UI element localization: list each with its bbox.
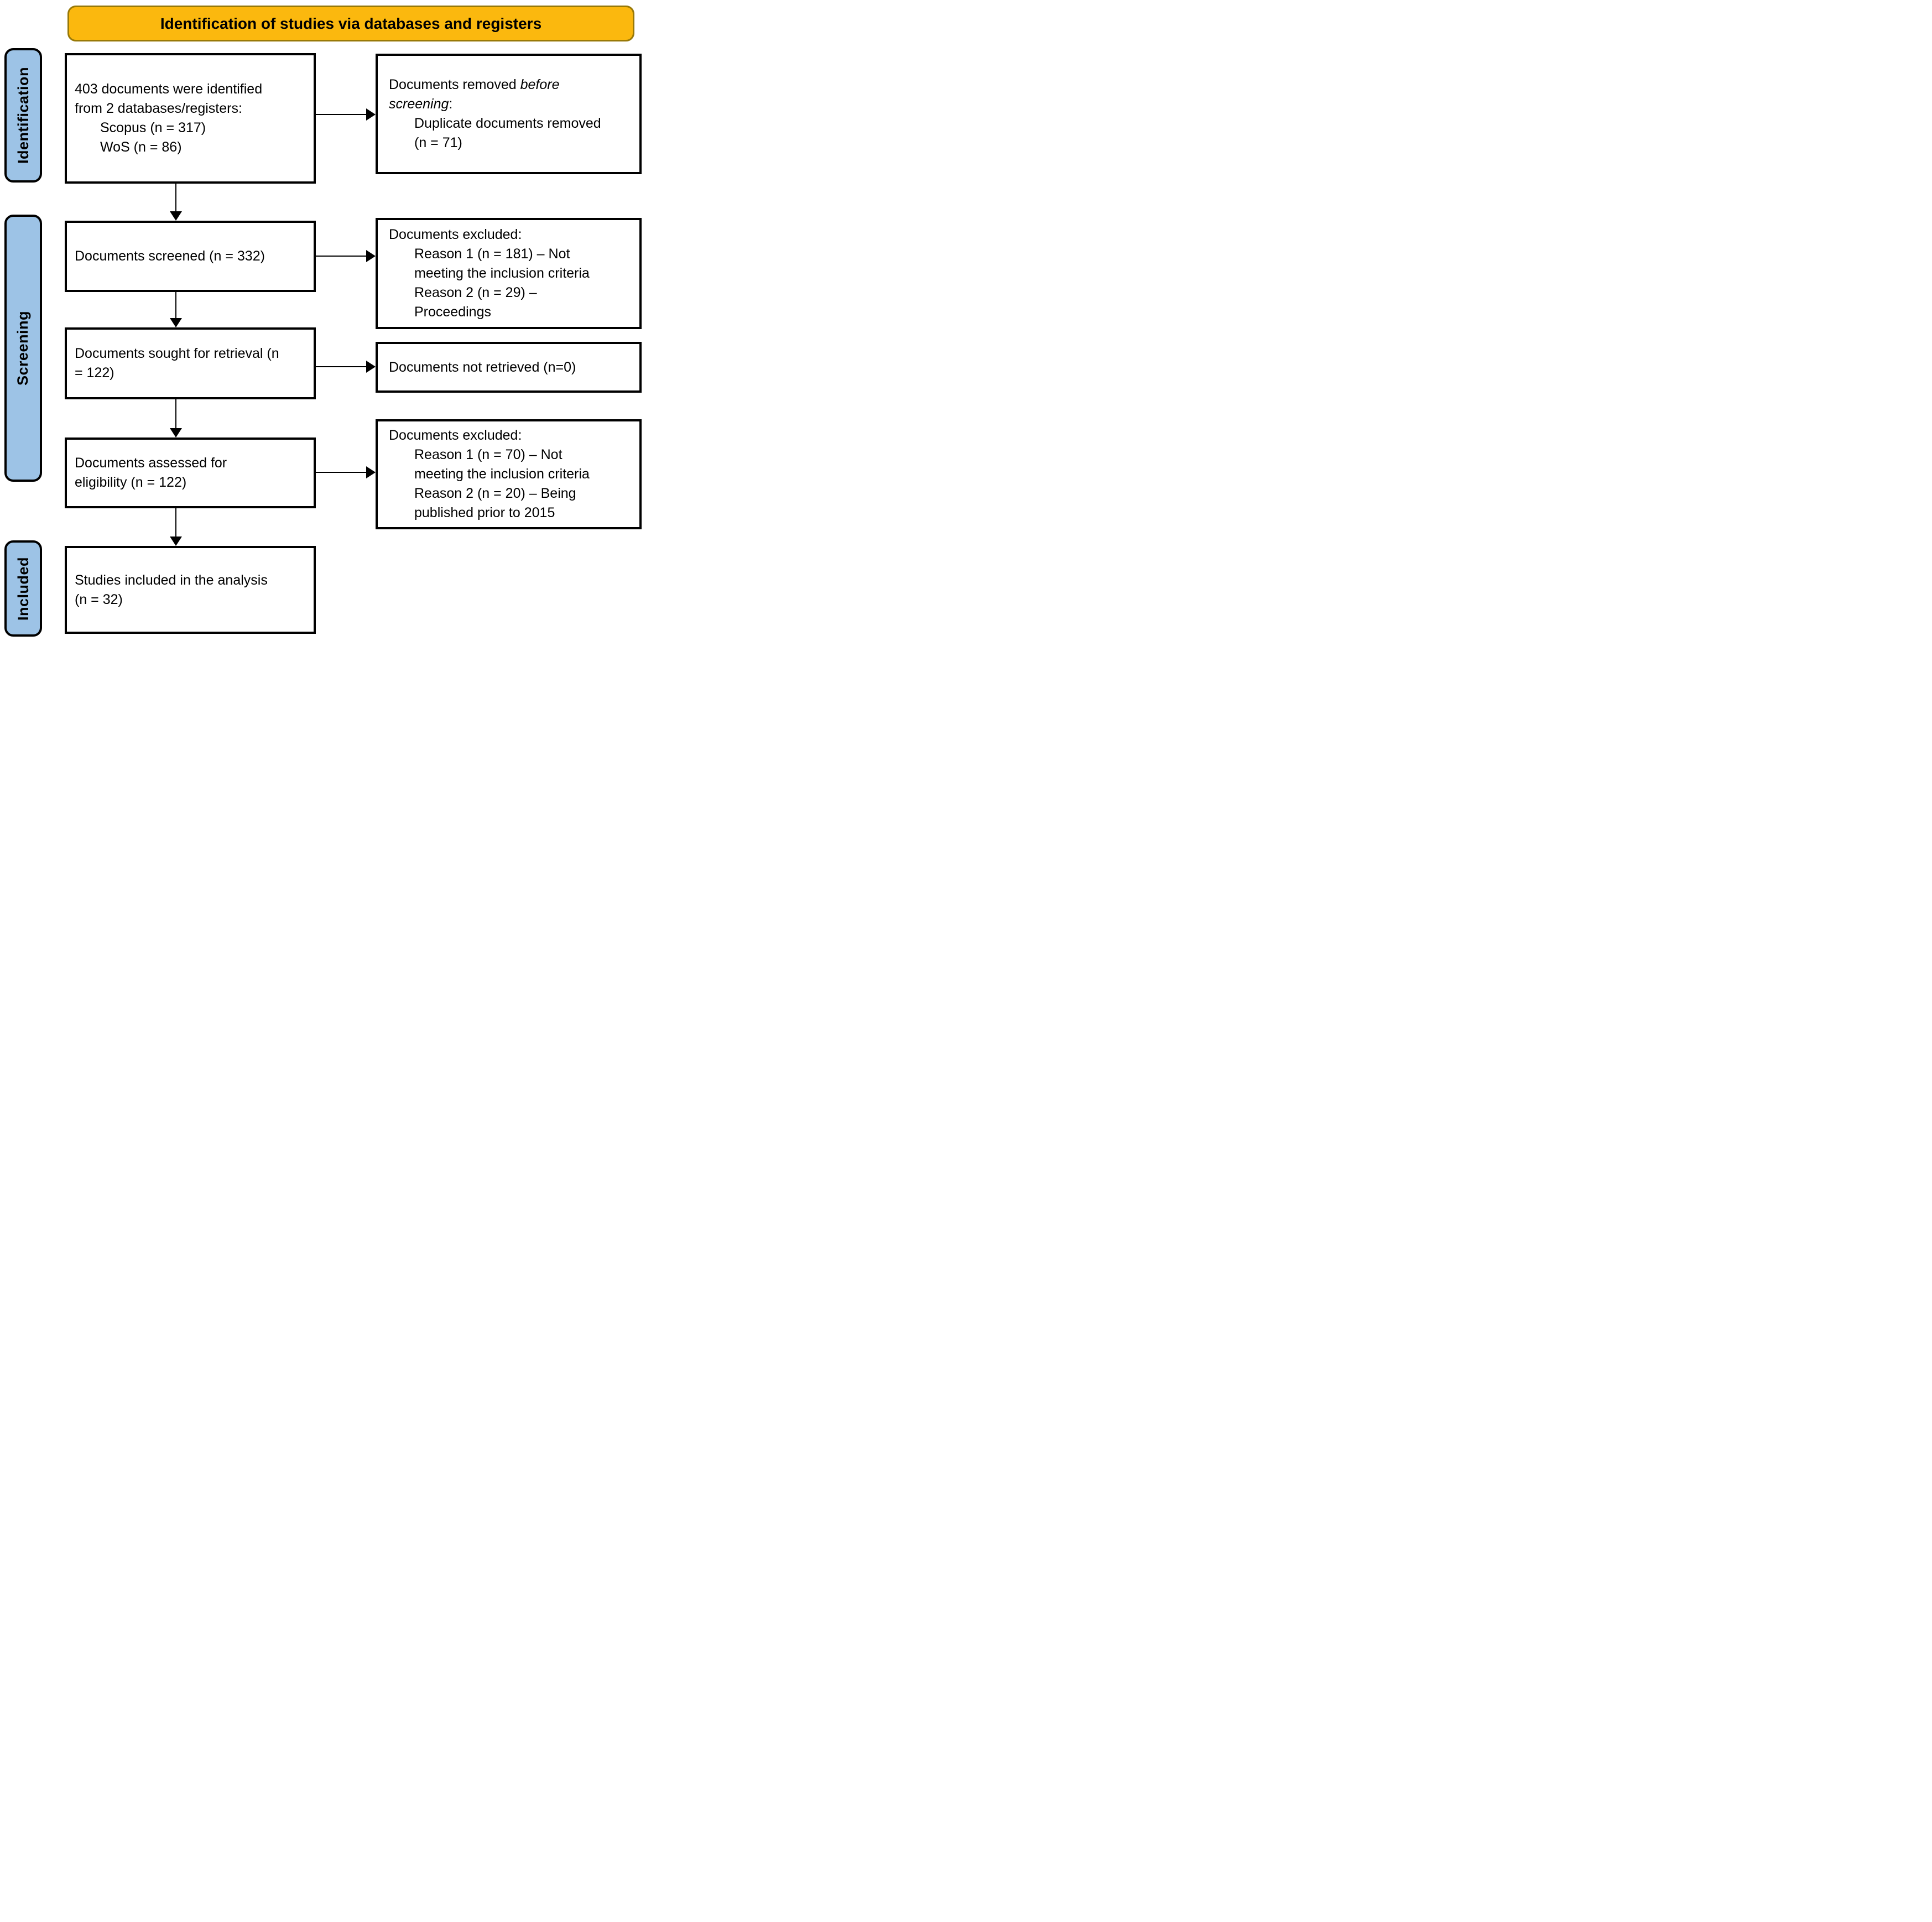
text-line: from 2 databases/registers:: [75, 101, 242, 116]
box-documents-assessed-eligibility: Documents assessed for eligibility (n = …: [65, 437, 316, 508]
arrow-head-icon: [366, 361, 376, 373]
arrow-head-icon: [170, 318, 182, 327]
arrow-head-icon: [170, 211, 182, 221]
identification-banner: Identification of studies via databases …: [67, 6, 634, 41]
text-line: Documents removed before: [389, 75, 632, 95]
box-documents-excluded-eligibility: Documents excluded: Reason 1 (n = 70) – …: [376, 419, 642, 529]
box-studies-included: Studies included in the analysis (n = 32…: [65, 546, 316, 634]
box-documents-not-retrieved: Documents not retrieved (n=0): [376, 342, 642, 393]
stage-label-screening: Screening: [4, 215, 42, 482]
arrow-line: [316, 256, 367, 257]
box-documents-excluded-screening: Documents excluded: Reason 1 (n = 181) –…: [376, 218, 642, 329]
text-line: Reason 1 (n = 70) – Not: [414, 447, 563, 462]
arrow-down-sought-to-assessed: [170, 399, 182, 437]
text-line: Studies included in the analysis: [75, 572, 268, 588]
text-line: published prior to 2015: [414, 505, 555, 520]
arrow-line: [316, 366, 367, 367]
text-line: = 122): [75, 365, 114, 381]
text-line: meeting the inclusion criteria: [414, 466, 590, 482]
prisma-flow-diagram: Identification of studies via databases …: [0, 0, 644, 640]
text-line: Documents excluded:: [389, 428, 522, 443]
arrow-right-assessed-to-excluded: [316, 466, 376, 478]
box-documents-identified: 403 documents were identified from 2 dat…: [65, 53, 316, 184]
arrow-head-icon: [366, 108, 376, 121]
stage-label-identification-text: Identification: [14, 67, 32, 164]
arrow-right-screened-to-excluded: [316, 250, 376, 262]
text-line: (n = 32): [75, 591, 123, 607]
stage-label-included: Included: [4, 540, 42, 637]
text-fragment: :: [449, 96, 453, 112]
text-line: eligibility (n = 122): [75, 475, 187, 490]
text-line: Documents excluded:: [389, 227, 522, 242]
text-line: Reason 1 (n = 181) – Not: [414, 246, 570, 262]
stage-label-included-text: Included: [14, 556, 32, 621]
arrow-line: [316, 472, 367, 473]
text-fragment-italic: screening: [389, 96, 449, 112]
stage-label-identification: Identification: [4, 48, 42, 183]
text-line: 403 documents were identified: [75, 81, 263, 97]
arrow-right-sought-to-not-retrieved: [316, 361, 376, 373]
text-line: Documents sought for retrieval (n: [75, 346, 279, 361]
arrow-head-icon: [366, 466, 376, 478]
text-line: Documents screened (n = 332): [75, 248, 265, 264]
arrow-head-icon: [366, 250, 376, 262]
arrow-line: [175, 508, 176, 537]
box-documents-sought-retrieval: Documents sought for retrieval (n = 122): [65, 327, 316, 399]
arrow-head-icon: [170, 428, 182, 437]
text-line: Duplicate documents removed: [414, 116, 601, 131]
stage-label-screening-text: Screening: [14, 310, 32, 386]
arrow-right-identified-to-removed: [316, 108, 376, 121]
text-line: screening:: [389, 95, 632, 114]
text-line: (n = 71): [414, 135, 462, 150]
box-documents-removed-before-screening: Documents removed before screening: Dupl…: [376, 54, 642, 174]
arrow-line: [175, 292, 176, 319]
text-line: WoS (n = 86): [100, 139, 182, 155]
text-line: Proceedings: [414, 304, 491, 320]
text-line: Reason 2 (n = 20) – Being: [414, 486, 576, 501]
arrow-line: [175, 184, 176, 212]
banner-title: Identification of studies via databases …: [160, 14, 542, 32]
text-line: Scopus (n = 317): [100, 120, 206, 136]
text-line: Reason 2 (n = 29) –: [414, 285, 537, 300]
text-fragment: Documents removed: [389, 77, 520, 92]
arrow-down-screened-to-sought: [170, 292, 182, 327]
arrow-down-identified-to-screened: [170, 184, 182, 221]
text-line: meeting the inclusion criteria: [414, 265, 590, 281]
text-line: Documents assessed for: [75, 455, 227, 471]
arrow-down-assessed-to-included: [170, 508, 182, 546]
arrow-line: [316, 114, 367, 115]
text-line: Documents not retrieved (n=0): [389, 359, 576, 375]
text-fragment-italic: before: [520, 77, 560, 92]
box-documents-screened: Documents screened (n = 332): [65, 221, 316, 292]
arrow-line: [175, 399, 176, 429]
arrow-head-icon: [170, 537, 182, 546]
